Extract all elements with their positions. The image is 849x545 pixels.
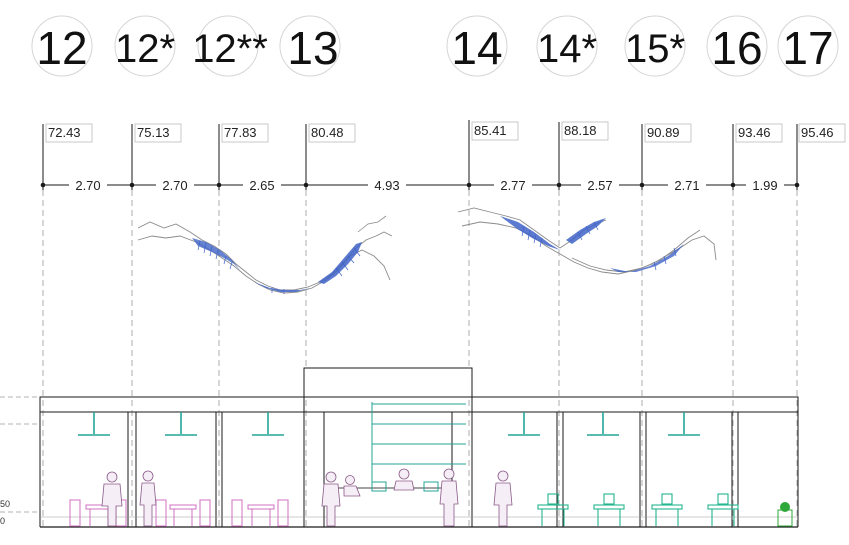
person-figure xyxy=(493,470,513,527)
grid-bubble-7: 15* xyxy=(624,15,686,77)
level-label: 75.13 xyxy=(137,125,170,140)
grid-bubble-label: 16 xyxy=(711,22,762,74)
ceiling-lamp xyxy=(252,412,284,436)
grid-bubble-3: 12** xyxy=(192,15,268,77)
level-label: 90.89 xyxy=(647,125,680,140)
person-figure xyxy=(321,471,341,527)
grid-bubble-label: 14* xyxy=(537,27,597,71)
dimension-chain: 2.70 2.70 2.65 4.93 2.77 2.57 2.71 1.99 xyxy=(40,177,800,193)
dimension-label: 2.57 xyxy=(587,178,612,193)
table-set xyxy=(155,499,211,527)
dimension-label: 2.77 xyxy=(500,178,525,193)
person-figure xyxy=(139,470,157,527)
workstation xyxy=(593,493,625,526)
plant-icon xyxy=(777,502,793,527)
level-label: 85.41 xyxy=(474,123,507,138)
grid-lines xyxy=(42,190,798,530)
people-figures xyxy=(101,468,513,527)
level-label: 77.83 xyxy=(224,125,257,140)
grid-bubble-label: 12 xyxy=(36,22,87,74)
grid-bubbles: 12 12* 12** 13 14 14* 15* 16 xyxy=(31,15,839,77)
level-label: 95.46 xyxy=(801,125,834,140)
level-marker: 90.89 xyxy=(641,123,692,190)
grid-bubble-label: 15* xyxy=(625,27,685,71)
workstation xyxy=(537,493,569,526)
dimension-label: 4.93 xyxy=(374,178,399,193)
level-marker: 88.18 xyxy=(558,121,609,190)
person-figure xyxy=(343,475,361,497)
table-set xyxy=(231,499,289,527)
level-marker: 95.46 xyxy=(796,123,846,190)
level-marker: 80.48 xyxy=(305,123,356,190)
rock-profile-left xyxy=(137,215,393,294)
level-marker: 85.41 xyxy=(468,120,519,190)
grid-bubble-label: 17 xyxy=(782,22,833,74)
level-label: 93.46 xyxy=(738,125,771,140)
person-figure xyxy=(101,471,123,527)
dimension-label: 2.65 xyxy=(249,178,274,193)
ceiling-lamp xyxy=(668,412,700,436)
level-label: 72.43 xyxy=(48,125,81,140)
level-marker: 93.46 xyxy=(732,123,783,190)
grid-bubble-9: 17 xyxy=(777,15,839,77)
edge-label: 0 xyxy=(0,516,5,526)
ceiling-lamp xyxy=(508,412,540,436)
reception-monitors xyxy=(371,481,439,492)
ceiling-lamps xyxy=(78,412,700,436)
level-label: 88.18 xyxy=(564,123,597,138)
monitor xyxy=(371,481,387,492)
grid-bubble-label: 12* xyxy=(115,27,175,71)
building-elevation xyxy=(0,367,799,528)
dimension-label: 2.71 xyxy=(674,178,699,193)
level-marker: 75.13 xyxy=(131,123,182,190)
grid-bubble-1: 12 xyxy=(31,15,93,77)
ceiling-lamp xyxy=(78,412,110,436)
dimension-label: 1.99 xyxy=(752,178,777,193)
ceiling-lamp xyxy=(165,412,197,436)
edge-label: 50 xyxy=(0,499,10,509)
grid-bubble-6: 14* xyxy=(536,15,598,77)
grid-bubble-5: 14 xyxy=(446,15,508,77)
level-marker: 77.83 xyxy=(218,123,269,190)
grid-bubble-label: 12** xyxy=(192,27,268,71)
grid-bubble-label: 13 xyxy=(287,22,338,74)
grid-bubble-4: 13 xyxy=(279,15,341,77)
grid-bubble-label: 14 xyxy=(451,22,502,74)
monitor xyxy=(423,481,439,492)
level-marker: 72.43 xyxy=(42,123,93,190)
ceiling-lamp xyxy=(587,412,619,436)
level-label: 80.48 xyxy=(311,125,344,140)
grid-bubble-8: 16 xyxy=(706,15,768,77)
workstation xyxy=(707,493,739,526)
dimension-label: 2.70 xyxy=(162,178,187,193)
person-figure xyxy=(393,468,415,491)
rock-profile-right xyxy=(457,207,717,275)
workstation xyxy=(651,493,683,526)
person-figure xyxy=(439,468,459,527)
dimension-label: 2.70 xyxy=(75,178,100,193)
level-markers: 72.43 75.13 77.83 80.48 85.41 88.18 xyxy=(42,120,846,190)
workstations xyxy=(537,493,739,526)
grid-bubble-2: 12* xyxy=(114,15,176,77)
